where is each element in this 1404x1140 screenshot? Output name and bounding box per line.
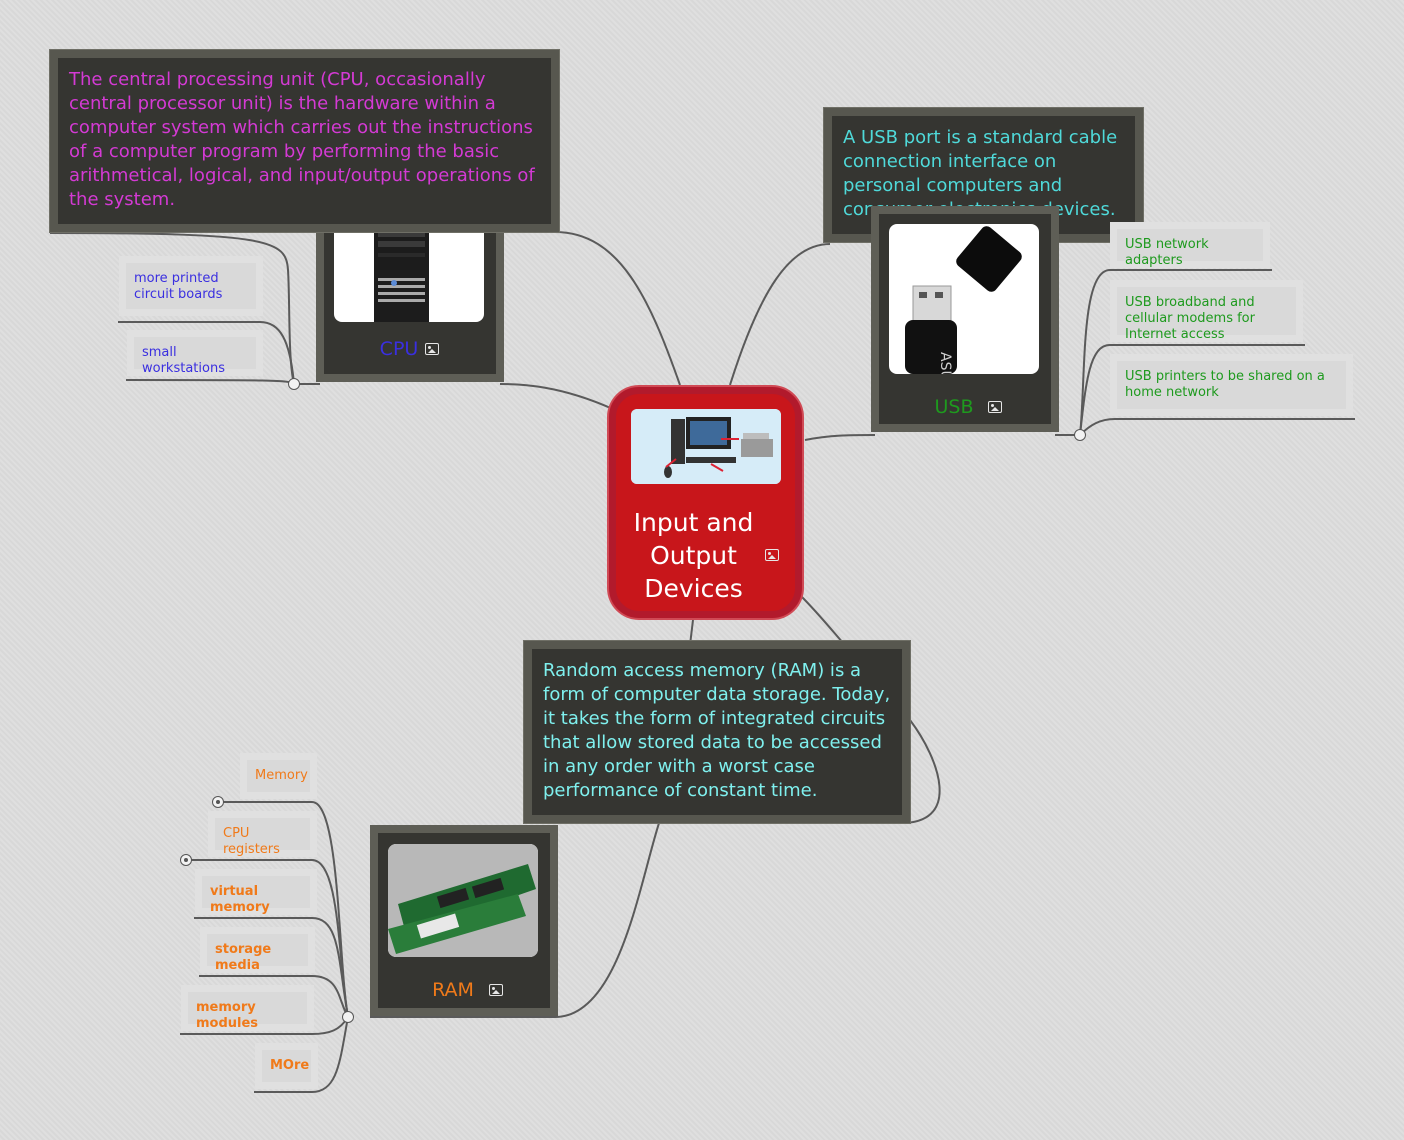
collapse-knob-icon[interactable] xyxy=(212,796,224,808)
ram-modules-image xyxy=(388,844,538,957)
cpu-label: CPU xyxy=(379,338,419,360)
collapse-knob-icon[interactable] xyxy=(288,378,300,390)
ram-leaf-memory-modules[interactable]: memory modules xyxy=(188,992,307,1031)
image-icon[interactable] xyxy=(489,984,503,996)
usb-topic[interactable]: ASUS USB xyxy=(871,206,1059,432)
center-title: Input and Output Devices xyxy=(633,508,754,603)
collapse-knob-icon[interactable] xyxy=(342,1011,354,1023)
ram-topic[interactable]: RAM xyxy=(370,825,558,1016)
ram-leaf-label: CPU registers xyxy=(223,826,280,857)
cpu-topic[interactable]: CPU xyxy=(316,210,504,382)
ram-leaf-storage-media[interactable]: storage media xyxy=(207,934,308,973)
ram-leaf-memory[interactable]: Memory xyxy=(247,760,310,792)
usb-label: USB xyxy=(934,396,974,418)
usb-leaf-printers[interactable]: USB printers to be shared on a home netw… xyxy=(1117,361,1346,409)
collapse-knob-icon[interactable] xyxy=(1074,429,1086,441)
usb-leaf-broadband-modems[interactable]: USB broadband and cellular modems for In… xyxy=(1117,287,1296,342)
usb-leaf-network-adapters[interactable]: USB network adapters xyxy=(1117,229,1263,268)
ram-leaf-virtual-memory[interactable]: virtual memory xyxy=(202,876,310,915)
cpu-leaf-label: small workstations xyxy=(142,345,225,376)
ram-leaf-more[interactable]: MOre xyxy=(262,1050,311,1082)
ram-leaf-label: MOre xyxy=(270,1058,310,1073)
cpu-leaf-printed-circuit-boards[interactable]: more printed circuit boards xyxy=(126,263,256,309)
usb-note-text: A USB port is a standard cable connectio… xyxy=(843,127,1118,220)
svg-text:ASUS: ASUS xyxy=(937,352,953,374)
ram-note-text: Random access memory (RAM) is a form of … xyxy=(543,660,891,801)
ram-leaf-cpu-registers[interactable]: CPU registers xyxy=(215,818,310,857)
ram-leaf-label: virtual memory xyxy=(210,884,270,915)
usb-adapter-image: ASUS xyxy=(889,224,1039,374)
cpu-tower-image xyxy=(334,223,484,322)
center-diagram-image xyxy=(631,409,781,484)
center-topic[interactable]: Input and Output Devices xyxy=(609,387,802,618)
usb-leaf-label: USB network adapters xyxy=(1125,237,1209,268)
usb-leaf-label: USB broadband and cellular modems for In… xyxy=(1125,295,1255,342)
ram-leaf-label: Memory xyxy=(255,768,308,783)
ram-leaf-label: storage media xyxy=(215,942,272,973)
image-icon[interactable] xyxy=(988,401,1002,413)
ram-label: RAM xyxy=(432,979,474,1001)
ram-leaf-label: memory modules xyxy=(196,1000,259,1031)
cpu-leaf-small-workstations[interactable]: small workstations xyxy=(134,337,256,376)
cpu-leaf-label: more printed circuit boards xyxy=(134,271,223,302)
cpu-note: The central processing unit (CPU, occasi… xyxy=(49,49,560,233)
ram-note: Random access memory (RAM) is a form of … xyxy=(523,640,911,824)
collapse-knob-icon[interactable] xyxy=(180,854,192,866)
image-icon[interactable] xyxy=(765,549,779,561)
usb-leaf-label: USB printers to be shared on a home netw… xyxy=(1125,369,1325,400)
image-icon[interactable] xyxy=(425,343,439,355)
cpu-note-text: The central processing unit (CPU, occasi… xyxy=(69,69,535,210)
